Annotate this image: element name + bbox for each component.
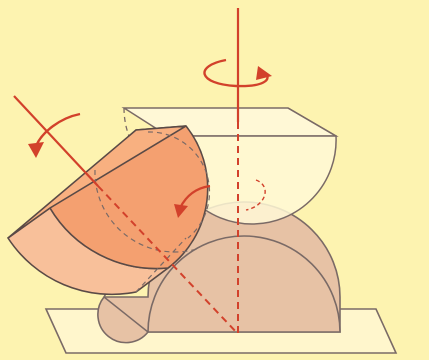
diagram-canvas [0, 0, 429, 360]
rotation-diagram [0, 0, 429, 360]
